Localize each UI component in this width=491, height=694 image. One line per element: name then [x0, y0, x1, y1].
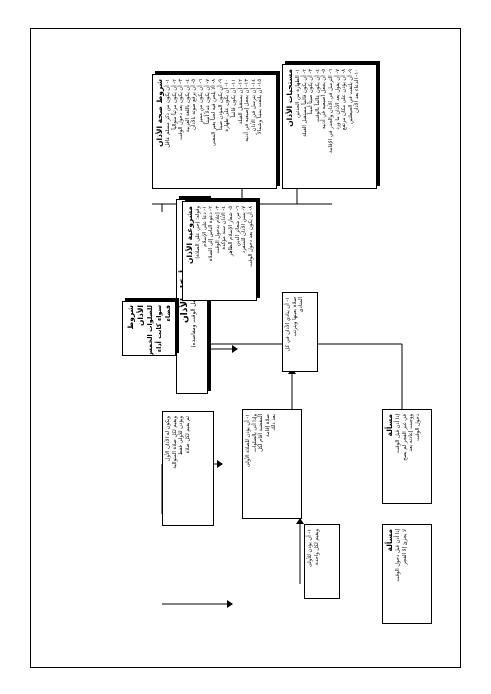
legitimacy-line: وقوله: (حي على الصلاة) [195, 206, 201, 259]
recommended-line: ١٠- الدعاء بعد الأذان [354, 69, 361, 113]
issue-box-2: مسألة إذا أذن قبل الوقت في غير الفجر لم … [382, 409, 432, 504]
result-line: ويكون له الأذان الأول [165, 416, 171, 462]
recommended-line: ٣- أن يكون صيتاً أميناً [308, 69, 315, 115]
issue-line: في غير الفجر لم يصح [401, 414, 408, 461]
legitimacy-line: ٢- دعوة الناس إلى الصلاة [208, 206, 215, 262]
detail-box-2: ١- أن يؤذن للصلاة الأولى وإذا أتى بالصلو… [242, 409, 302, 519]
issue-line: إذا أذن قبل دخول الوقت [395, 529, 401, 582]
arrow-head-2 [296, 518, 304, 524]
detail-line: المقضية أقام لكل [258, 414, 265, 452]
validity-title: شروط صحة الأذان [155, 79, 164, 147]
validity-line: ١٠- أن يكون على طهارة [224, 79, 231, 132]
legitimacy-line: ٨- أن يكون بعد دخول الوقت [247, 206, 254, 267]
legitimacy-line: ٤- الأذان سنة مؤكدة [221, 206, 228, 250]
detail-line: المنادى [298, 297, 305, 313]
validity-line: ٥- أن يرفع صوته بالأذان [191, 79, 198, 130]
recommended-box: مستحبات الأذان ١- الطهارة من الحدثين ٢- … [282, 64, 377, 189]
legitimacy-box: مشروعية الأذان وقوله: (حي على الصلاة) ١-… [182, 201, 257, 301]
validity-line: ١- أن يكون من ذكر مسلم عاقل [165, 79, 171, 148]
detail-box-1: ١- أن ينادي الأذان في كل صلاة بعينها ويت… [282, 292, 318, 372]
issue-title-2: مسألة [385, 414, 394, 437]
conditions-title: شروط الأذان [126, 305, 145, 330]
validity-line: ١١- أن يكون قائماً [230, 79, 237, 118]
detail-line: ١- أن يؤذن للصلاة الأولى [245, 414, 251, 468]
recommended-line: ٨- أن يؤذن على مكان مرتفع [341, 69, 348, 131]
conditions-line: سواء كانت أداء أو [155, 305, 163, 356]
detail-line: ١- أن يؤذن للأولى [307, 529, 313, 568]
recommended-line: ٦- الترسل في الأذان والحدر في الإقامة [327, 69, 334, 153]
detail-line: ويقيم لكل واحدة [313, 529, 320, 565]
recommended-line: ١- الطهارة من الحدثين [295, 69, 301, 118]
arrow-head-4 [227, 600, 233, 608]
validity-line: ١٥- أن يلتفت يميناً وشمالاً [257, 79, 264, 135]
legitimacy-line: ١- دعا على الإسلام [201, 206, 208, 247]
detail-line: صلاة بعينها ويترتب [291, 297, 298, 337]
issue-line: إذا أذن قبل الوقت [395, 414, 401, 453]
issue-title-1: مسألة [385, 529, 394, 552]
legitimacy-line: ٧- يسن الأذان للمنفرد [241, 206, 248, 254]
result-line: ويؤذن للأولى فقط [178, 416, 185, 456]
issue-line: لا يجزئ إلا الفجر [401, 529, 408, 565]
conditions-line: للصلوات الخمس [146, 305, 154, 356]
legitimacy-line: ٥- شعار الإسلام الظاهر [227, 206, 234, 257]
arrow-head-3 [217, 460, 223, 468]
issue-line: ووجبت إعادته بعد [408, 414, 415, 452]
validity-line: ٣- أن يكون بعد دخول الوقت [178, 79, 185, 140]
conditions-line: قضاء [164, 305, 172, 322]
legitimacy-title: مشروعية الأذان [185, 206, 194, 264]
validity-line: ١٣- أن يجعل إصبعيه في أذنيه [244, 79, 251, 142]
detail-box-3: ١- أن يؤذن للأولى ويقيم لكل واحدة [304, 524, 340, 599]
page-frame [30, 28, 461, 668]
validity-line: ٦- أن يكون من مميز [197, 79, 204, 124]
recommended-line: ٥- أن يجعل أصبعيه في أذنيه [321, 69, 328, 129]
recommended-title: مستحبات الأذان [285, 69, 294, 127]
detail-line: صلاة إقامة [264, 414, 271, 437]
issue-line: دخول الوقت [414, 414, 421, 441]
validity-box: شروط صحة الأذان ١- أن يكون من ذكر مسلم ع… [152, 74, 277, 189]
conditions-box: شروط الأذان للصلوات الخمس سواء كانت أداء… [122, 301, 176, 356]
result-box: ويكون له الأذان الأول ويقيم لكل صلاة الم… [162, 411, 214, 526]
validity-line: ٨- ألا يلحن فيه لحناً يغير المعنى [211, 79, 218, 147]
result-line: ثم يقيم لكل صلاة [184, 416, 191, 454]
diagram-stage: أحكام الأذان (الفجر الصادق والأذان قبل ا… [42, 30, 450, 644]
detail-line: بعد ذلك [271, 414, 278, 431]
issue-box-1: مسألة إذا أذن قبل دخول الوقت لا يجزئ إلا… [382, 524, 432, 624]
arrow-head-5 [232, 345, 238, 353]
detail-line: ١- أن ينادي الأذان في كل [285, 297, 291, 352]
